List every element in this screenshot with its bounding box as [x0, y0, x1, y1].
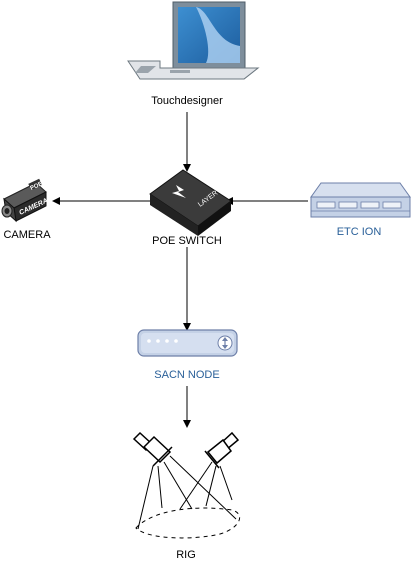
label-etc-ion: ETC ION: [336, 226, 382, 238]
router-icon[interactable]: [137, 329, 238, 357]
label-camera: CAMERA: [3, 229, 51, 241]
camera-icon[interactable]: POE CAMERA: [1, 178, 49, 223]
label-touchdesigner: Touchdesigner: [151, 95, 223, 107]
rack-server-icon[interactable]: [310, 182, 411, 218]
right-spotlight-icon: [204, 431, 240, 469]
left-spotlight-icon: [132, 431, 173, 467]
label-sacn-node: SACN NODE: [154, 369, 220, 381]
network-switch-icon[interactable]: LAYER 2: [149, 169, 232, 236]
camera-badge-text: POE: [30, 181, 44, 192]
label-poe-switch: POE SWITCH: [152, 235, 222, 247]
stage-lights-icon[interactable]: [132, 431, 241, 539]
label-rig: RIG: [176, 549, 196, 561]
laptop-icon[interactable]: [127, 1, 260, 80]
